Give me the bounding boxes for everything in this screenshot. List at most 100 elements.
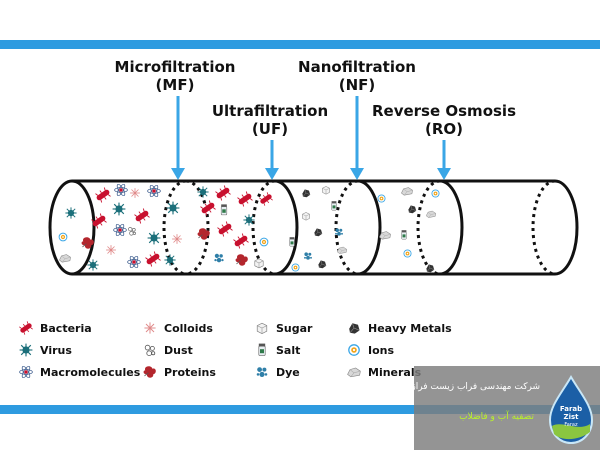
legend-label: Sugar: [276, 321, 313, 335]
ion-icon: [58, 232, 68, 242]
legend-label: Ions: [368, 343, 395, 357]
bacteria-icon: [144, 250, 162, 268]
legend-item-minerals: Minerals: [346, 364, 421, 380]
macromolecule-icon: [19, 364, 33, 380]
legend-item-bacteria: Bacteria: [18, 320, 92, 336]
heavy-metal-icon: [348, 322, 360, 334]
particles: [58, 182, 440, 273]
salt-icon: [258, 343, 266, 357]
legend-item-macromolecules: Macromolecules: [18, 364, 140, 380]
legend-item-salt: Salt: [254, 342, 300, 358]
heavy-metal-icon: [302, 189, 311, 198]
stage-abbr: (RO): [424, 120, 463, 138]
salt-icon: [331, 200, 337, 211]
stage-name: Nanofiltration: [298, 58, 416, 76]
logo-text-faraz: Faraz: [564, 422, 578, 428]
stage-label-ro: Reverse Osmosis (RO): [364, 102, 524, 138]
colloid-icon: [171, 233, 183, 245]
virus-icon: [19, 343, 33, 357]
virus-icon: [147, 231, 161, 245]
virus-icon: [64, 206, 78, 220]
bacteria-icon: [94, 186, 112, 204]
macromolecule-icon: [147, 183, 161, 199]
mineral-icon: [401, 187, 413, 196]
legend-item-heavy-metals: Heavy Metals: [346, 320, 452, 336]
watermark-banner: شرکت مهندسی فراب زیست فراز تصفیه آب و فا…: [411, 366, 600, 450]
membrane-mf: [162, 179, 210, 276]
membrane-uf: [251, 179, 299, 276]
stage-name: Ultrafiltration: [211, 102, 329, 120]
dye-icon: [304, 252, 312, 260]
bacteria-icon: [216, 220, 234, 238]
virus-icon: [196, 185, 210, 199]
legend-label: Dust: [164, 343, 193, 357]
top-accent-bar: [0, 40, 600, 49]
colloid-icon: [105, 244, 117, 256]
sugar-icon: [256, 322, 268, 334]
ion-icon: [348, 344, 360, 356]
sugar-icon: [322, 186, 330, 195]
stage-abbr: (UF): [251, 120, 289, 138]
protein-icon: [143, 365, 157, 379]
ion-icon: [377, 194, 386, 203]
dust-icon: [128, 227, 136, 236]
bacteria-icon: [214, 184, 232, 202]
watermark-service: تصفیه آب و فاضلاب: [459, 412, 534, 422]
pipe-outlet-rim: [554, 179, 579, 276]
heavy-metal-icon: [314, 228, 323, 237]
virus-icon: [112, 202, 126, 216]
legend-label: Colloids: [164, 321, 213, 335]
legend-label: Bacteria: [40, 321, 92, 335]
pipe-outlet-back: [531, 179, 556, 276]
macromolecule-icon: [113, 222, 127, 238]
dye-icon: [256, 367, 268, 377]
bottom-accent-bar: [0, 405, 600, 414]
stage-label-mf: Microfiltration (MF): [100, 58, 250, 94]
legend-label: Virus: [40, 343, 72, 357]
dye-icon: [214, 253, 224, 263]
logo-text-zist: Zist: [564, 413, 580, 421]
bacteria-icon: [258, 191, 274, 207]
bacteria-icon: [18, 320, 34, 336]
stage-abbr: (MF): [155, 76, 195, 94]
bacteria-icon: [133, 207, 151, 225]
stage-name: Reverse Osmosis: [371, 102, 516, 120]
legend-item-ions: Ions: [346, 342, 394, 358]
bacteria-icon: [232, 232, 250, 250]
virus-icon: [242, 213, 256, 227]
heavy-metal-icon: [318, 260, 327, 269]
legend-label: Dye: [276, 365, 300, 379]
heavy-metal-icon: [408, 205, 417, 214]
watermark-company-name: شرکت مهندسی فراب زیست فراز: [411, 382, 540, 392]
mineral-icon: [347, 367, 361, 378]
stage-abbr: (NF): [338, 76, 376, 94]
sugar-icon: [254, 258, 264, 269]
mineral-icon: [336, 246, 348, 254]
legend-item-virus: Virus: [18, 342, 72, 358]
membrane-nf: [334, 179, 382, 276]
heavy-metal-icon: [426, 264, 435, 273]
colloid-icon: [143, 321, 157, 335]
legend-item-dye: Dye: [254, 364, 300, 380]
sugar-icon: [302, 212, 310, 221]
stage-name: Microfiltration: [114, 58, 236, 76]
stage-label-uf: Ultrafiltration (UF): [200, 102, 340, 138]
legend-item-dust: Dust: [142, 342, 193, 358]
dust-icon: [144, 344, 156, 357]
mineral-icon: [425, 210, 437, 218]
virus-icon: [86, 258, 100, 272]
legend-label: Heavy Metals: [368, 321, 452, 335]
macromolecule-icon: [114, 182, 128, 198]
ion-icon: [403, 249, 412, 258]
pipe-inlet-opening: [48, 179, 96, 276]
logo-text-farab: Farab: [560, 405, 582, 413]
virus-icon: [163, 253, 177, 267]
arrow-uf: [265, 140, 279, 180]
arrow-nf: [350, 96, 364, 180]
membrane-ro: [416, 179, 464, 276]
salt-icon: [220, 204, 228, 216]
legend-item-sugar: Sugar: [254, 320, 312, 336]
legend-label: Proteins: [164, 365, 216, 379]
legend-item-colloids: Colloids: [142, 320, 213, 336]
arrow-mf: [171, 96, 185, 180]
